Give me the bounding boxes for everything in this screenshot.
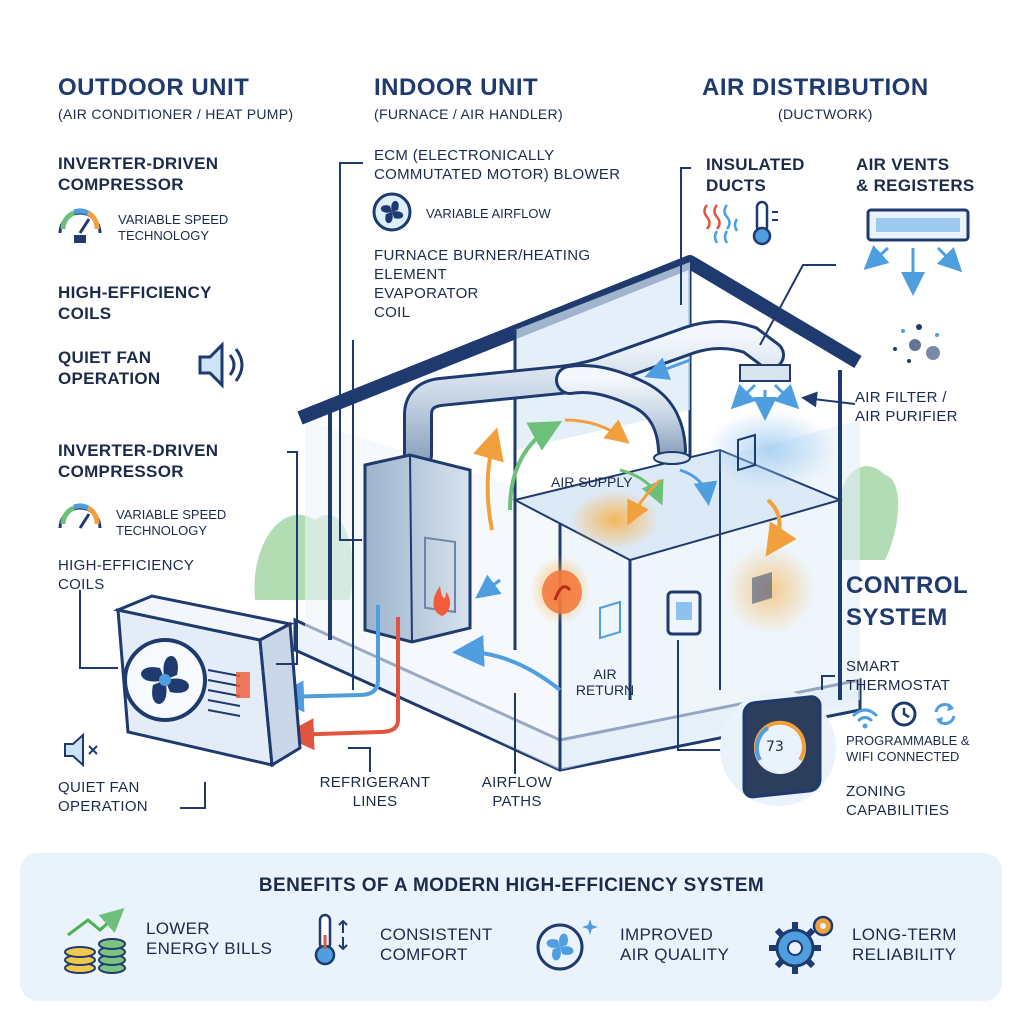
compressor-label-2: INVERTER-DRIVEN COMPRESSOR bbox=[58, 441, 219, 481]
benefit-consistent-comfort: CONSISTENT COMFORT bbox=[380, 925, 493, 964]
ductwork bbox=[403, 320, 791, 470]
cool-glow-icon bbox=[705, 410, 835, 490]
airflow-paths-label: AIRFLOW PATHS bbox=[481, 774, 553, 810]
speaker-icon bbox=[198, 341, 244, 389]
air-return-label: AIR RETURN bbox=[575, 666, 635, 698]
air-vents-label: AIR VENTS & REGISTERS bbox=[856, 155, 975, 195]
coils-label: HIGH-EFFICIENCY COILS bbox=[58, 283, 212, 323]
refrigerant-line-cold bbox=[272, 605, 380, 713]
speaker-mute-icon bbox=[64, 732, 98, 768]
smart-thermostat-label: SMART THERMOSTAT bbox=[846, 658, 951, 694]
callout-lines bbox=[79, 162, 856, 809]
variable-airflow-label: VARIABLE AIRFLOW bbox=[426, 206, 551, 221]
air-distribution-subtitle: (DUCTWORK) bbox=[778, 106, 873, 122]
gauge-icon bbox=[58, 208, 102, 243]
fan-blade-icon bbox=[141, 656, 189, 704]
programmable-label: PROGRAMMABLE & WIFI CONNECTED bbox=[846, 733, 970, 764]
compressor-label: INVERTER-DRIVEN COMPRESSOR bbox=[58, 154, 219, 194]
air-distribution-title: AIR DISTRIBUTION bbox=[702, 74, 929, 101]
vent-register-icon bbox=[863, 208, 970, 296]
indoor-unit-title: INDOOR UNIT bbox=[374, 74, 539, 101]
air-supply-label: AIR SUPPLY bbox=[551, 474, 633, 490]
ecm-blower-label: ECM (ELECTRONICALLY COMMUTATED MOTOR) BL… bbox=[374, 147, 621, 183]
insulated-ducts-label: INSULATED DUCTS bbox=[706, 155, 805, 195]
quiet-fan-label: QUIET FAN OPERATION bbox=[58, 348, 161, 388]
sync-icon bbox=[934, 703, 956, 725]
heat-waves-icon bbox=[703, 204, 739, 244]
benefits-title: BENEFITS OF A MODERN HIGH-EFFICIENCY SYS… bbox=[258, 875, 765, 896]
wall-thermostat-icon bbox=[666, 590, 702, 636]
flame-icon bbox=[433, 586, 451, 616]
benefit-improved-air-quality: IMPROVED AIR QUALITY bbox=[620, 925, 730, 964]
variable-speed-label: VARIABLE SPEED TECHNOLOGY bbox=[118, 212, 229, 243]
benefits-panel bbox=[20, 853, 1002, 1001]
clock-icon bbox=[891, 701, 917, 727]
quiet-fan-label-2: QUIET FAN OPERATION bbox=[58, 779, 148, 815]
outdoor-unit-subtitle: (AIR CONDITIONER / HEAT PUMP) bbox=[58, 106, 294, 122]
variable-speed-label-2: VARIABLE SPEED TECHNOLOGY bbox=[116, 507, 227, 538]
indoor-unit-subtitle: (FURNACE / AIR HANDLER) bbox=[374, 106, 563, 122]
furnace-unit bbox=[363, 453, 472, 644]
smart-thermostat bbox=[720, 690, 836, 806]
warm-glow-icon bbox=[570, 490, 660, 550]
refrigerant-line-hot bbox=[282, 617, 400, 751]
blower-fan-icon bbox=[372, 192, 412, 232]
particles-icon bbox=[893, 324, 940, 363]
outdoor-ac-unit bbox=[112, 594, 302, 768]
control-system-title: CONTROL SYSTEM bbox=[846, 572, 969, 631]
room-heater-icon bbox=[542, 570, 582, 614]
gauge-icon bbox=[58, 503, 102, 529]
window-icon bbox=[737, 433, 772, 604]
thermostat-display: 73 bbox=[766, 739, 784, 755]
burner-coil-label: FURNACE BURNER/HEATING ELEMENT EVAPORATO… bbox=[374, 247, 591, 321]
coils-label-2: HIGH-EFFICIENCY COILS bbox=[58, 557, 195, 593]
vent-register-icon bbox=[739, 364, 791, 382]
airflow-arrows bbox=[452, 357, 800, 692]
zoning-label: ZONING CAPABILITIES bbox=[846, 783, 950, 819]
thermometer-icon bbox=[752, 200, 778, 246]
refrigerant-lines-label: REFRIGERANT LINES bbox=[319, 774, 431, 810]
room-vent-icon bbox=[599, 600, 621, 640]
outdoor-unit-title: OUTDOOR UNIT bbox=[58, 74, 250, 101]
wifi-icon bbox=[851, 708, 879, 729]
benefit-lower-energy-bills: LOWER ENERGY BILLS bbox=[146, 919, 273, 958]
benefit-long-term-reliability: LONG-TERM RELIABILITY bbox=[852, 925, 957, 964]
air-filter-label: AIR FILTER / AIR PURIFIER bbox=[855, 389, 958, 425]
